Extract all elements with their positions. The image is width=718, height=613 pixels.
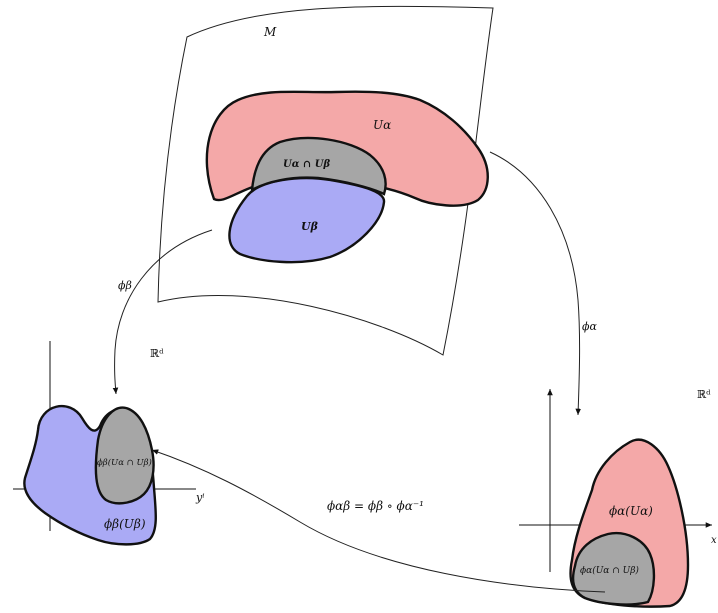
phi-beta-arrow [112, 229, 213, 395]
manifold-surface [157, 5, 494, 356]
phi-alpha-label: ϕα [582, 320, 597, 333]
left-region-label: ϕβ(Uβ) [104, 517, 146, 531]
manifold-label: M [263, 25, 277, 39]
u-alpha-label: Uα [373, 118, 391, 132]
left-overlap-label: ϕβ(Uα ∩ Uβ) [97, 457, 152, 468]
left-space-label: ℝᵈ [150, 347, 164, 360]
u-beta-label: Uβ [301, 220, 319, 233]
right-overlap-label: ϕα(Uα ∩ Uβ) [580, 565, 639, 576]
phi-alpha-overlap-region [571, 531, 656, 606]
intersection-label: Uα ∩ Uβ [283, 159, 330, 170]
right-space-label: ℝᵈ [697, 388, 711, 401]
transition-map-arrow [151, 449, 606, 593]
intersection-region [250, 136, 387, 196]
right-axis-label: x [711, 535, 717, 546]
right-region-label: ϕα(Uα) [609, 504, 653, 518]
transition-map-label: ϕαβ = ϕβ ∘ ϕα⁻¹ [327, 499, 424, 513]
left-axis-label: yⁱ [195, 491, 204, 504]
phi-beta-label: ϕβ [118, 279, 132, 292]
phi-alpha-arrow [489, 151, 582, 416]
phi-beta-overlap-region [94, 406, 155, 505]
